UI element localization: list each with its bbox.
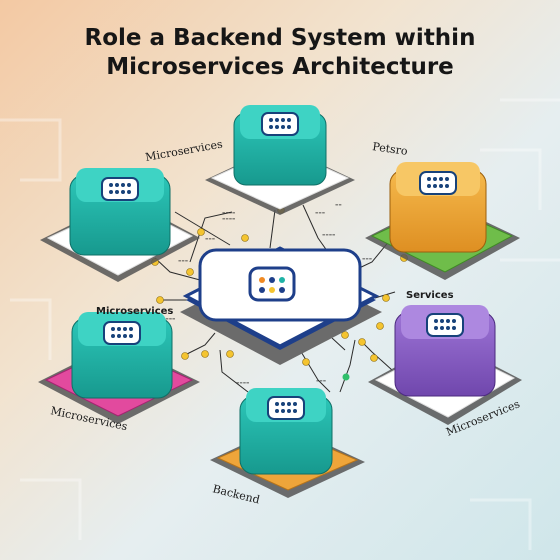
backend-hub [180,246,382,365]
connector-tags: ≡≡≡≡ ≡≡≡≡ ≡≡≡ ≡≡ ≡≡≡ ≡≡≡≡ ≡≡≡ ≡≡≡ ≡≡≡≡ ≡… [162,202,372,385]
label-mid-right: Services [406,290,454,301]
svg-text:≡≡≡≡: ≡≡≡≡ [222,210,235,215]
server-hub-icon [248,266,296,302]
label-mid-left: Microservices [96,306,173,317]
service-module-bottom [210,388,365,498]
service-module-bottom-left [38,312,200,424]
service-module-bottom-right [368,305,522,425]
svg-text:≡≡≡: ≡≡≡ [178,258,188,263]
svg-text:≡≡≡≡: ≡≡≡≡ [322,232,335,237]
connection-lines [154,204,396,393]
status-dot-green [342,373,350,381]
svg-text:≡≡≡≡: ≡≡≡≡ [236,380,249,385]
chip-grid-icon [103,321,141,345]
svg-text:≡≡≡≡: ≡≡≡≡ [162,316,175,321]
title-line-1: Role a Backend System within [84,25,476,51]
svg-text:≡≡: ≡≡ [335,202,342,207]
svg-text:≡≡≡≡: ≡≡≡≡ [222,216,235,221]
service-module-top [205,105,355,215]
svg-text:≡≡≡: ≡≡≡ [205,236,215,241]
chip-grid-icon [261,112,299,136]
chip-grid-icon [267,396,305,420]
label-top-left: Microservices [144,137,224,163]
chip-grid-icon [426,313,464,337]
chip-grid-icon [419,171,457,195]
label-top-right: Petsro [372,140,409,158]
label-bottom-center: Backend [211,482,261,506]
service-module-top-right [365,162,520,280]
diagram-title: Role a Backend System within Microservic… [0,24,560,82]
title-line-2: Microservices Architecture [106,54,454,80]
chip-grid-icon [101,177,139,201]
svg-text:≡≡≡: ≡≡≡ [316,378,326,383]
background-pattern [0,98,560,550]
service-module-top-left [40,168,200,282]
svg-text:≡≡≡: ≡≡≡ [315,210,325,215]
svg-text:≡≡≡: ≡≡≡ [362,256,372,261]
